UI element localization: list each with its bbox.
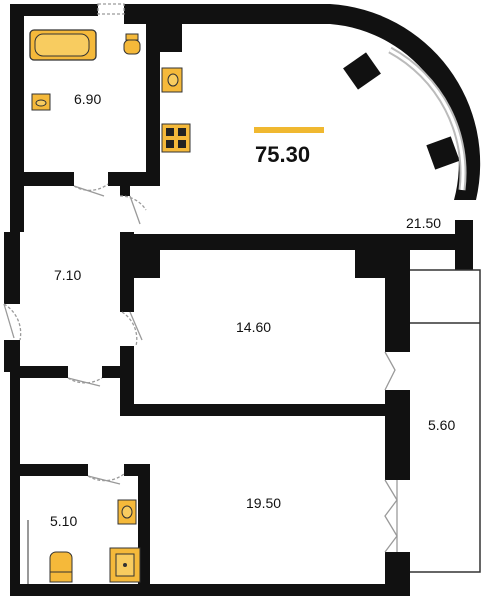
doors bbox=[3, 3, 398, 553]
room-area-balcony: 5.60 bbox=[428, 417, 455, 433]
stove-icon bbox=[161, 123, 191, 153]
sink-icon bbox=[31, 93, 51, 111]
room-area-bedroom: 14.60 bbox=[236, 319, 271, 335]
bathtub-icon bbox=[29, 29, 97, 61]
window-pillars bbox=[343, 52, 460, 170]
total-area-highlight bbox=[254, 127, 324, 133]
toilet-icon bbox=[123, 33, 141, 55]
kitchen-sink-icon bbox=[161, 67, 183, 93]
room-area-bathroom: 6.90 bbox=[74, 91, 101, 107]
walls bbox=[4, 4, 473, 596]
fixtures bbox=[27, 29, 191, 584]
curved-wall bbox=[330, 4, 481, 200]
shower-icon bbox=[109, 547, 141, 583]
total-area: 75.30 bbox=[255, 142, 310, 167]
room-area-hall: 7.10 bbox=[54, 267, 81, 283]
wc-sink-icon bbox=[117, 499, 137, 525]
wc-toilet-icon bbox=[49, 551, 73, 583]
balcony-outline bbox=[410, 269, 481, 573]
room-area-wc: 5.10 bbox=[50, 513, 77, 529]
room-area-living: 21.50 bbox=[406, 215, 441, 231]
room-area-main-room: 19.50 bbox=[246, 495, 281, 511]
